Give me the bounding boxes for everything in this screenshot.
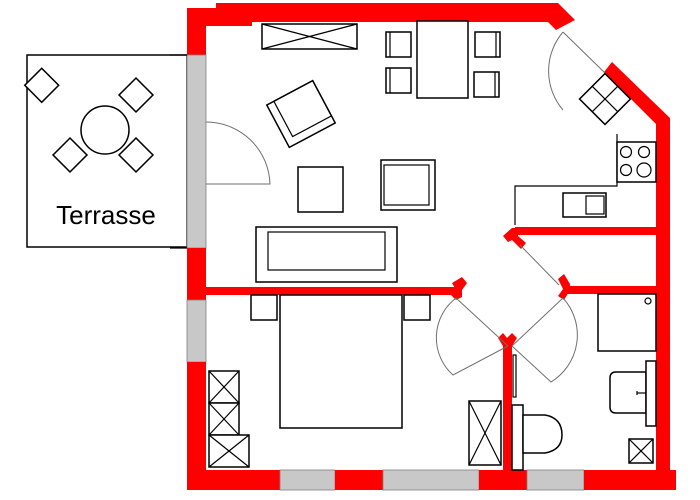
door-swing-terrace — [205, 121, 271, 185]
bathroom — [511, 293, 657, 471]
door-swing-bedroom — [435, 297, 509, 376]
terrace-label: Terrasse — [56, 200, 156, 230]
doors — [205, 31, 606, 383]
nightstand — [250, 294, 278, 321]
wall-bedroom-top — [206, 287, 456, 295]
terrace-chair — [23, 67, 60, 104]
dining-chair — [474, 31, 501, 58]
window-bottom-bath — [526, 469, 585, 491]
stove — [616, 141, 657, 183]
wall-bottom — [479, 470, 527, 490]
door-swing-entrance — [548, 31, 606, 111]
shower-drain — [644, 297, 652, 305]
washbasin — [609, 360, 657, 427]
terrace-chair — [117, 76, 155, 114]
wall-bath-left — [503, 340, 512, 470]
bedroom — [208, 294, 502, 468]
wall-bottom — [335, 470, 383, 490]
wall-bath-top — [566, 286, 656, 294]
outer-walls — [186, 3, 676, 491]
door-jamb — [498, 333, 517, 346]
door-jamb — [450, 277, 467, 300]
terrace-chair — [117, 136, 155, 174]
shower — [597, 293, 657, 352]
coffee-table — [297, 166, 344, 213]
dining-table — [416, 20, 469, 99]
armchair — [265, 79, 337, 149]
sofa — [255, 226, 398, 283]
double-bed — [279, 294, 403, 429]
wall-bottom — [584, 470, 676, 490]
towel-rail — [512, 354, 517, 398]
kitchen-sink — [562, 192, 607, 218]
toilet — [511, 404, 563, 471]
window-left-bedroom — [186, 299, 207, 363]
window-bottom-1 — [279, 469, 336, 491]
window-bottom-2 — [382, 469, 480, 491]
armchair — [380, 159, 436, 211]
kitchen — [514, 72, 657, 225]
wall-kitchen-bottom — [515, 227, 656, 235]
wall-bottom — [187, 470, 280, 490]
door-swing-bathroom — [511, 297, 578, 383]
bath-cabinet — [628, 438, 654, 464]
wall-top — [187, 3, 575, 55]
living-room — [255, 20, 501, 283]
dining-chair — [473, 71, 500, 98]
door-jamb — [558, 274, 570, 300]
terrace-chair — [51, 136, 89, 174]
wall-left — [187, 248, 206, 300]
door-jamb — [503, 228, 526, 249]
wall-left-lower — [187, 362, 206, 490]
door-swing-storage — [519, 244, 560, 286]
interior-walls — [206, 227, 656, 470]
wall-right — [604, 62, 670, 490]
dining-chair — [385, 67, 412, 94]
kitchen-cabinet — [578, 72, 632, 126]
sideboard — [261, 23, 358, 50]
terrace: Terrasse — [23, 54, 188, 248]
window-left-terrace — [186, 54, 207, 249]
wardrobe — [468, 400, 502, 466]
wardrobe — [208, 370, 250, 468]
dining-chair — [385, 31, 412, 58]
round-table — [80, 105, 130, 155]
nightstand — [403, 294, 431, 321]
